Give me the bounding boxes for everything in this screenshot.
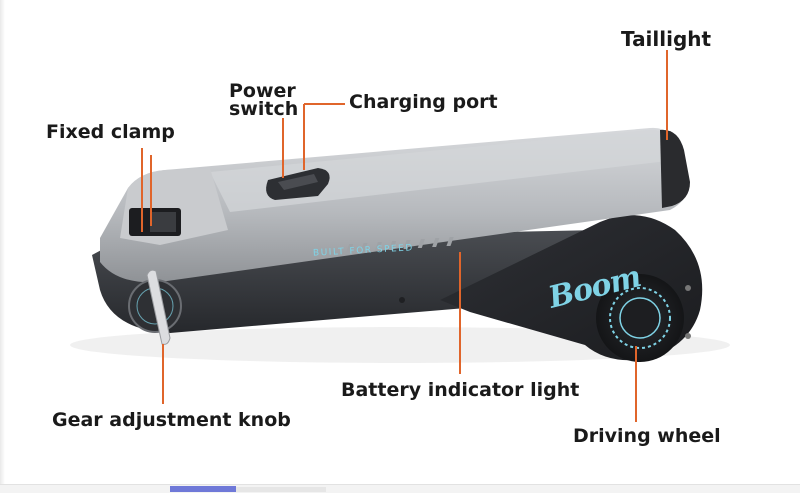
bottom-tab[interactable] (236, 487, 326, 492)
label-power-switch: Power switch (229, 80, 299, 120)
label-charging-port: Charging port (349, 91, 498, 113)
label-taillight: Taillight (621, 27, 712, 51)
body-screw (399, 297, 405, 303)
driving-wheel-rim (609, 287, 671, 349)
power-switch-top (278, 174, 318, 190)
window-left-edge (0, 0, 5, 492)
leader-charging (303, 103, 345, 170)
gear-knob-lever (146, 269, 171, 345)
driving-wheel-hub (619, 297, 661, 339)
bottom-tab-active[interactable] (170, 486, 236, 492)
label-battery-indicator: Battery indicator light (341, 379, 580, 401)
battery-indicator-bars (345, 237, 454, 253)
housing-top-face (210, 129, 676, 212)
leader-lines (141, 50, 668, 422)
wheel-bolt (685, 285, 691, 291)
wheel-bolt (685, 333, 691, 339)
label-fixed-clamp: Fixed clamp (46, 121, 175, 143)
label-driving-wheel: Driving wheel (573, 425, 721, 447)
taillight-cap (660, 129, 690, 208)
window-bottom-strip (0, 484, 800, 493)
label-gear-knob: Gear adjustment knob (52, 409, 291, 431)
clamp-insert (150, 212, 176, 232)
